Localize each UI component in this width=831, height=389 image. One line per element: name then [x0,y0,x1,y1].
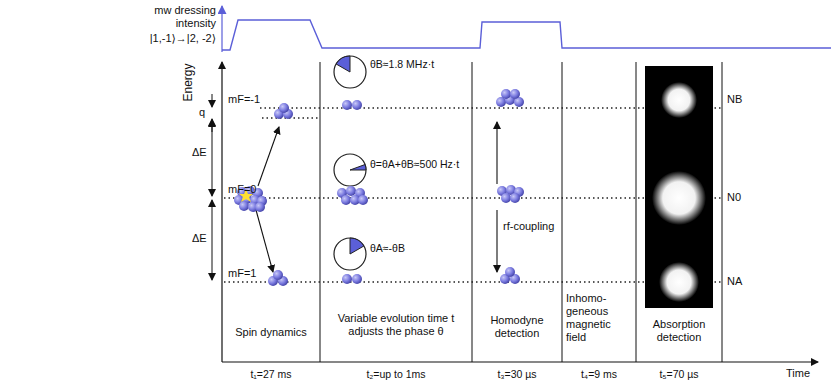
clock-face [334,238,366,270]
atom [342,100,352,110]
phase-label: θA≈-θB [370,242,470,255]
axis-title: Energy [182,63,195,101]
absorption-image [645,66,713,308]
axis-title: mw dressing intensity [120,4,216,30]
mw-trace [222,6,831,52]
atom [273,270,283,280]
atom [510,89,520,99]
clock-face [334,154,366,186]
coupling-label: rf-coupling [503,220,561,233]
atom [342,274,352,284]
splitting-label: ΔE [192,146,210,159]
panel-title: Variable evolution time t adjusts the ph… [325,312,467,338]
clock-face [334,56,366,88]
level-label: mF=0 [228,183,268,196]
atom [501,193,511,203]
phase-label: θB≈1.8 MHz·t [370,58,470,71]
phase-wedge [336,56,350,72]
atom [505,267,515,277]
duration-label: t₅=70 µs [637,368,721,381]
atom [346,186,356,196]
atom [510,193,520,203]
axes [222,62,818,362]
atom [255,202,265,212]
splitting-label: q [199,106,209,119]
phase-clocks [334,56,366,270]
transition-arrows [256,122,497,272]
duration-label: t₁=27 ms [226,368,316,381]
atom-number: NA [727,275,757,288]
panel-title: Inhomo- geneous magnetic field [566,292,632,344]
atom [352,100,362,110]
atom [279,103,289,113]
atom-number: NB [727,93,757,106]
panel-title: Homodyne detection [475,314,559,340]
phase-label: θ=θA+θB≈500 Hz·t [370,158,470,171]
atom [352,274,362,284]
level-spacing-arrows [212,94,213,280]
phase-wedge [350,165,366,170]
panel-title: Spin dynamics [223,326,319,339]
atom [341,195,351,205]
atom [501,89,511,99]
level-label: mF=1 [228,267,268,280]
transition-label: |1,-1⟩→|2, -2⟩ [110,32,216,45]
level-label: mF=-1 [228,93,268,106]
axis-title: Time [786,367,822,380]
atom [239,201,249,211]
atom-number: N0 [727,191,757,204]
phase-wedge [350,238,364,254]
duration-label: t₃=30 µs [475,368,559,381]
panel-dividers [320,62,722,362]
atom [358,195,368,205]
atom-clouds [234,89,524,286]
duration-label: t₂=up to 1ms [341,368,451,381]
splitting-label: ΔE [192,232,210,245]
panel-title: Absorption detection [637,318,721,344]
duration-label: t₄=9 ms [564,368,634,381]
